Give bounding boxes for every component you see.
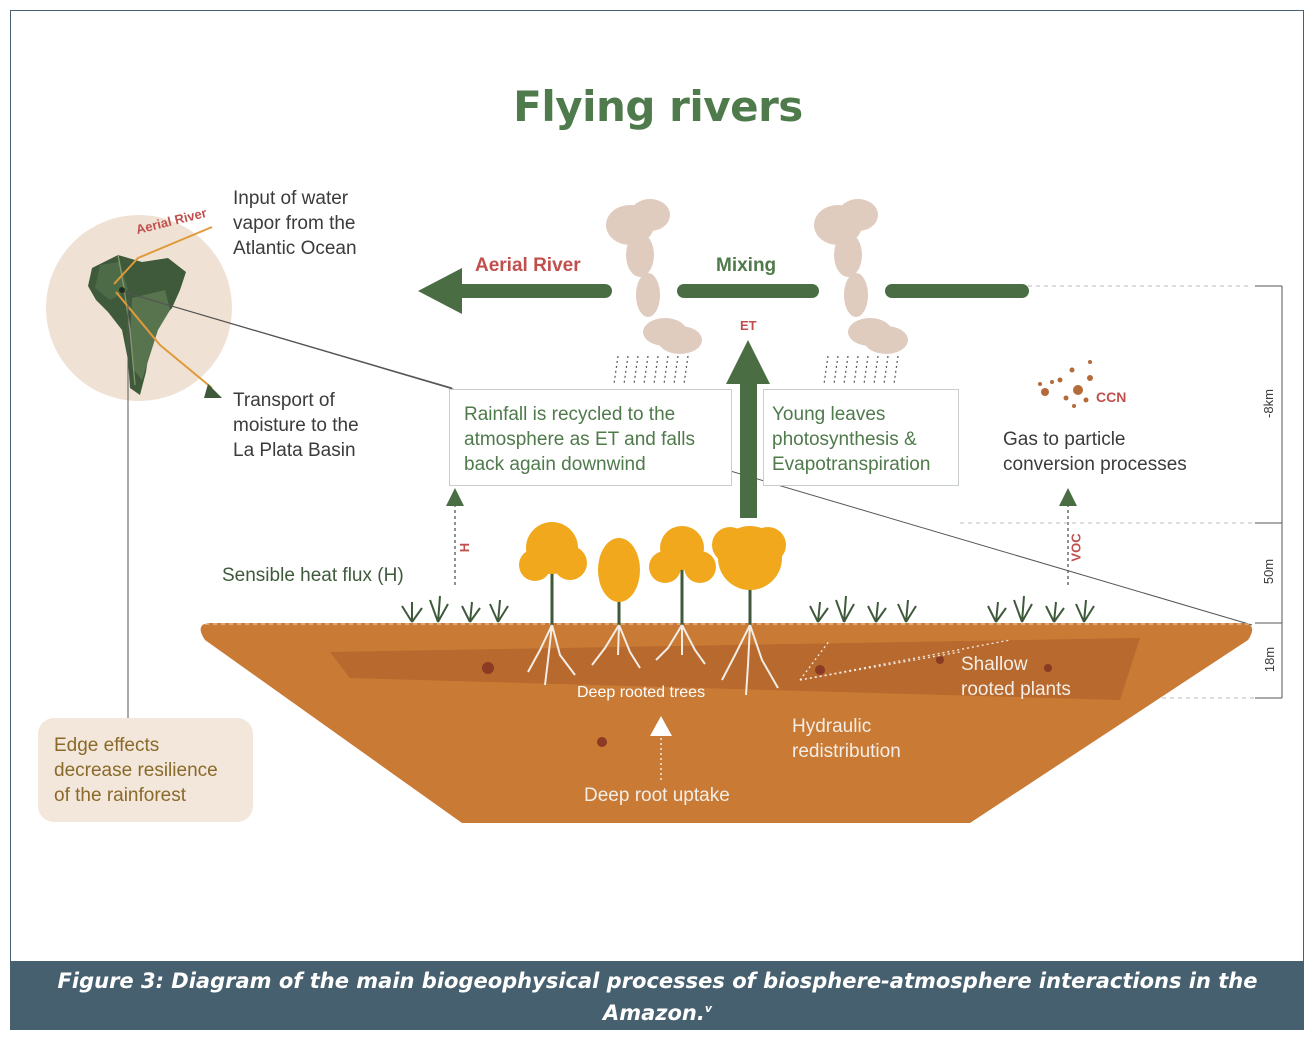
scale-8km-label: -8km (1260, 389, 1276, 418)
shallow-plants (401, 595, 1095, 623)
figure-caption: Figure 3: Diagram of the main biogeophys… (11, 961, 1304, 1057)
diagram-title: Flying rivers (513, 82, 803, 131)
voc-label: VOC (1068, 533, 1084, 562)
ccn-label: CCN (1096, 389, 1127, 405)
caption-line-2: Source: The Amazon We Want, Chapter 7, B… (44, 1033, 1271, 1057)
tree-2 (591, 538, 641, 669)
rain-left (613, 355, 689, 385)
deep-root-uptake-label: Deep root uptake (584, 785, 730, 806)
scale-50m-label: 50m (1261, 558, 1277, 585)
tree-1 (519, 522, 587, 686)
tree-3 (649, 526, 716, 665)
deep-root-uptake-arrow (650, 716, 672, 780)
hydraulic-lines (799, 639, 1011, 681)
cloud-left (606, 199, 702, 354)
south-america-globe (46, 215, 232, 401)
et-arrow (726, 340, 770, 518)
h-arrow (446, 488, 464, 585)
aerial-river-label: Aerial River (475, 255, 581, 276)
tree-4 (712, 526, 786, 696)
sensible-heat-text: Sensible heat flux (H) (222, 565, 404, 586)
caption-line-1: Figure 3: Diagram of the main biogeophys… (57, 969, 1258, 1025)
mixing-label: Mixing (716, 255, 777, 276)
ccn-particles (1038, 360, 1093, 408)
et-label: ET (740, 318, 757, 333)
diagram-graphic (46, 199, 1283, 823)
transport-arrowhead (204, 384, 222, 398)
deep-rooted-trees-label: Deep rooted trees (577, 684, 706, 701)
altitude-scale (1255, 285, 1283, 699)
scale-18m-label: 18m (1262, 646, 1278, 673)
voc-arrow (1059, 488, 1077, 585)
cloud-right (814, 199, 908, 354)
rain-right (823, 355, 899, 385)
h-label: H (457, 542, 473, 553)
aerial-river-arrow (418, 268, 1029, 314)
